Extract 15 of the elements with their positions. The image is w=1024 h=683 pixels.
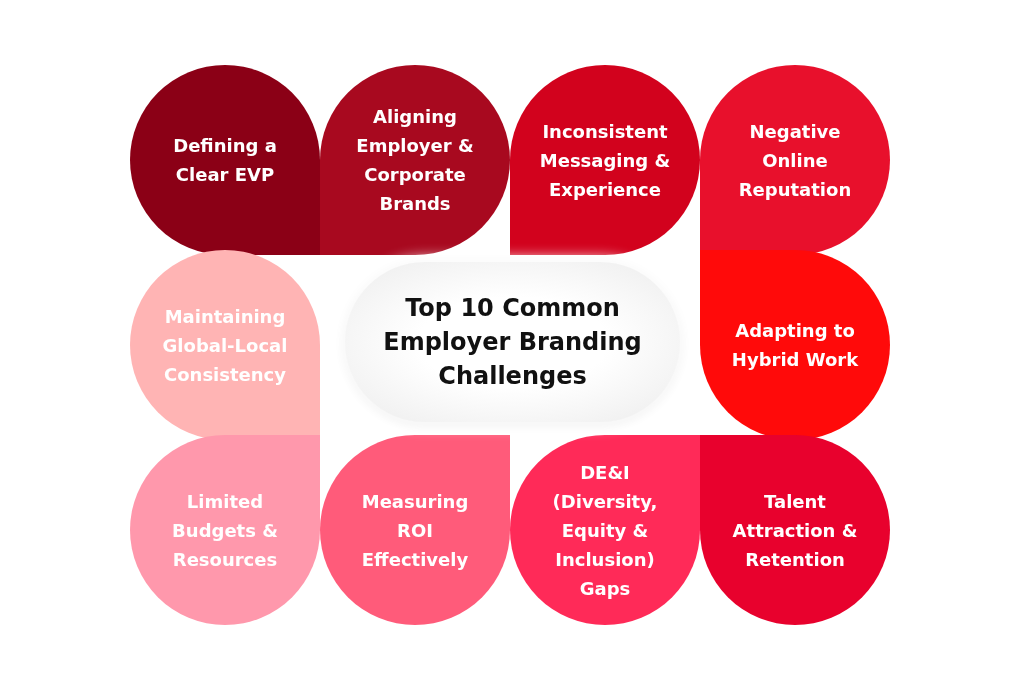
teardrop-shape <box>320 65 510 255</box>
challenge-label: Measuring ROI Effectively <box>360 489 470 572</box>
teardrop-shape <box>510 435 700 625</box>
diagram-heading: Top 10 Common Employer Branding Challenges <box>382 293 643 392</box>
teardrop-shape <box>320 435 510 625</box>
challenge-label: Adapting to Hybrid Work <box>730 319 860 372</box>
challenge-label: Defining a Clear EVP <box>172 134 278 187</box>
teardrop-shape <box>510 65 700 255</box>
challenge-label: Inconsistent Messaging & Experience <box>538 119 672 202</box>
challenge-label: Limited Budgets & Resources <box>171 489 279 572</box>
challenge-label: DE&I (Diversity, Equity & Inclusion) Gaps <box>551 460 659 601</box>
challenge-label: Talent Attraction & Retention <box>731 489 859 572</box>
challenge-label: Negative Online Reputation <box>737 119 853 202</box>
challenge-label: Aligning Employer & Corporate Brands <box>355 105 475 216</box>
challenge-label: Maintaining Global-Local Consistency <box>161 304 289 387</box>
